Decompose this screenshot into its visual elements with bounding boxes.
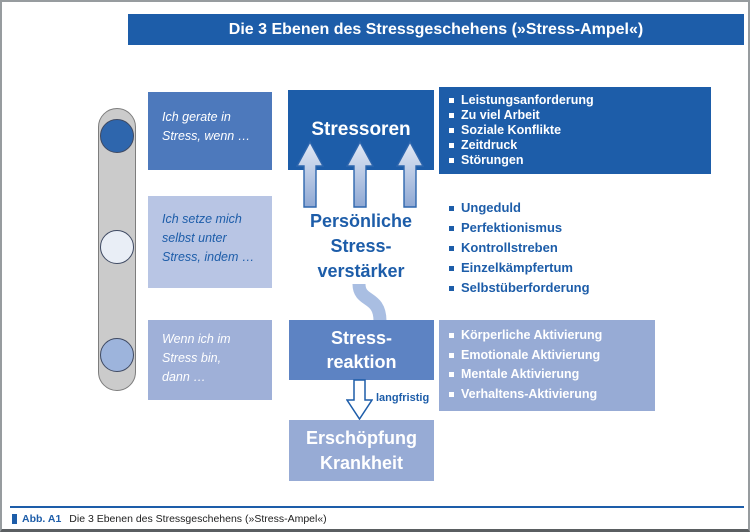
bullet-square-icon [449,206,454,211]
list-item-text: Zeitdruck [461,138,518,152]
down-arrow-icon [346,379,373,421]
list-item: Verhaltens-Aktivierung [449,385,645,405]
list-item-text: Soziale Konflikte [461,123,562,137]
list-item-text: Verhaltens-Aktivierung [461,386,598,401]
list-item: Perfektionismus [449,218,701,238]
list-item-text: Mentale Aktivierung [461,367,580,381]
bullet-square-icon [449,226,454,231]
reaktion-list: Körperliche Aktivierung Emotionale Aktiv… [439,320,655,411]
caption-text: Die 3 Ebenen des Stressgeschehens (»Stre… [69,513,327,525]
list-item: Einzelkämpfertum [449,258,701,278]
list-item: Emotionale Aktivierung [449,346,645,366]
verstaerker-list: Ungeduld Perfektionismus Kontrollstreben… [439,196,711,300]
list-item: Zeitdruck [449,138,701,153]
list-item: Störungen [449,153,701,168]
list-item: Selbstüberforderung [449,278,701,298]
caption-label: Abb. A1 [22,513,62,525]
stress-verstaerker-label: Persönliche Stress- verstärker [309,211,413,282]
curved-connector-icon [352,283,387,321]
traffic-light-top-lamp-icon [100,119,134,153]
bullet-square-icon [449,266,454,271]
bullet-square-icon [449,246,454,251]
list-item: Zu viel Arbeit [449,108,701,123]
list-item: Mentale Aktivierung [449,365,645,385]
bullet-square-icon [449,158,454,163]
traffic-light-bottom-lamp-icon [100,338,134,372]
list-item-text: Leistungsanforderung [461,93,594,107]
list-item: Soziale Konflikte [449,123,701,138]
bullet-square-icon [449,372,454,377]
bullet-square-icon [449,333,454,338]
list-item-text: Körperliche Aktivierung [461,328,603,342]
erschoepfung-box: Erschöpfung Krankheit [289,420,434,481]
list-item-text: Kontrollstreben [461,240,558,255]
bullet-square-icon [449,98,454,103]
figure-title-bar: Die 3 Ebenen des Stressgeschehens (»Stre… [128,14,744,45]
stressoren-list: Leistungsanforderung Zu viel Arbeit Sozi… [439,87,711,174]
prompt-level-3: Wenn ich im Stress bin, dann … [148,320,272,400]
list-item-text: Ungeduld [461,200,521,215]
up-arrows-icon [295,140,425,208]
arrow-label: langfristig [376,392,430,404]
traffic-light-middle-lamp-icon [100,230,134,264]
bullet-square-icon [449,143,454,148]
list-item-text: Selbstüberforderung [461,280,590,295]
list-item: Ungeduld [449,198,701,218]
stressoren-label: Stressoren [311,119,411,140]
prompt-level-2: Ich setze mich selbst unter Stress, inde… [148,196,272,288]
stress-reaktion-box: Stress- reaktion [289,320,434,380]
bullet-square-icon [449,113,454,118]
list-item-text: Perfektionismus [461,220,563,235]
figure-caption: Abb. A1 Die 3 Ebenen des Stressgeschehen… [12,513,327,525]
caption-square-icon [12,514,17,524]
list-item-text: Zu viel Arbeit [461,108,540,122]
list-item: Körperliche Aktivierung [449,326,645,346]
list-item: Kontrollstreben [449,238,701,258]
list-item-text: Störungen [461,153,524,167]
bullet-square-icon [449,286,454,291]
bullet-square-icon [449,391,454,397]
bullet-square-icon [449,128,454,133]
bullet-square-icon [449,352,454,358]
list-item-text: Einzelkämpfertum [461,260,573,275]
prompt-level-1: Ich gerate in Stress, wenn … [148,92,272,170]
caption-divider [10,506,744,508]
list-item: Leistungsanforderung [449,93,701,108]
list-item-text: Emotionale Aktivierung [461,347,601,362]
figure-title: Die 3 Ebenen des Stressgeschehens (»Stre… [228,20,644,38]
